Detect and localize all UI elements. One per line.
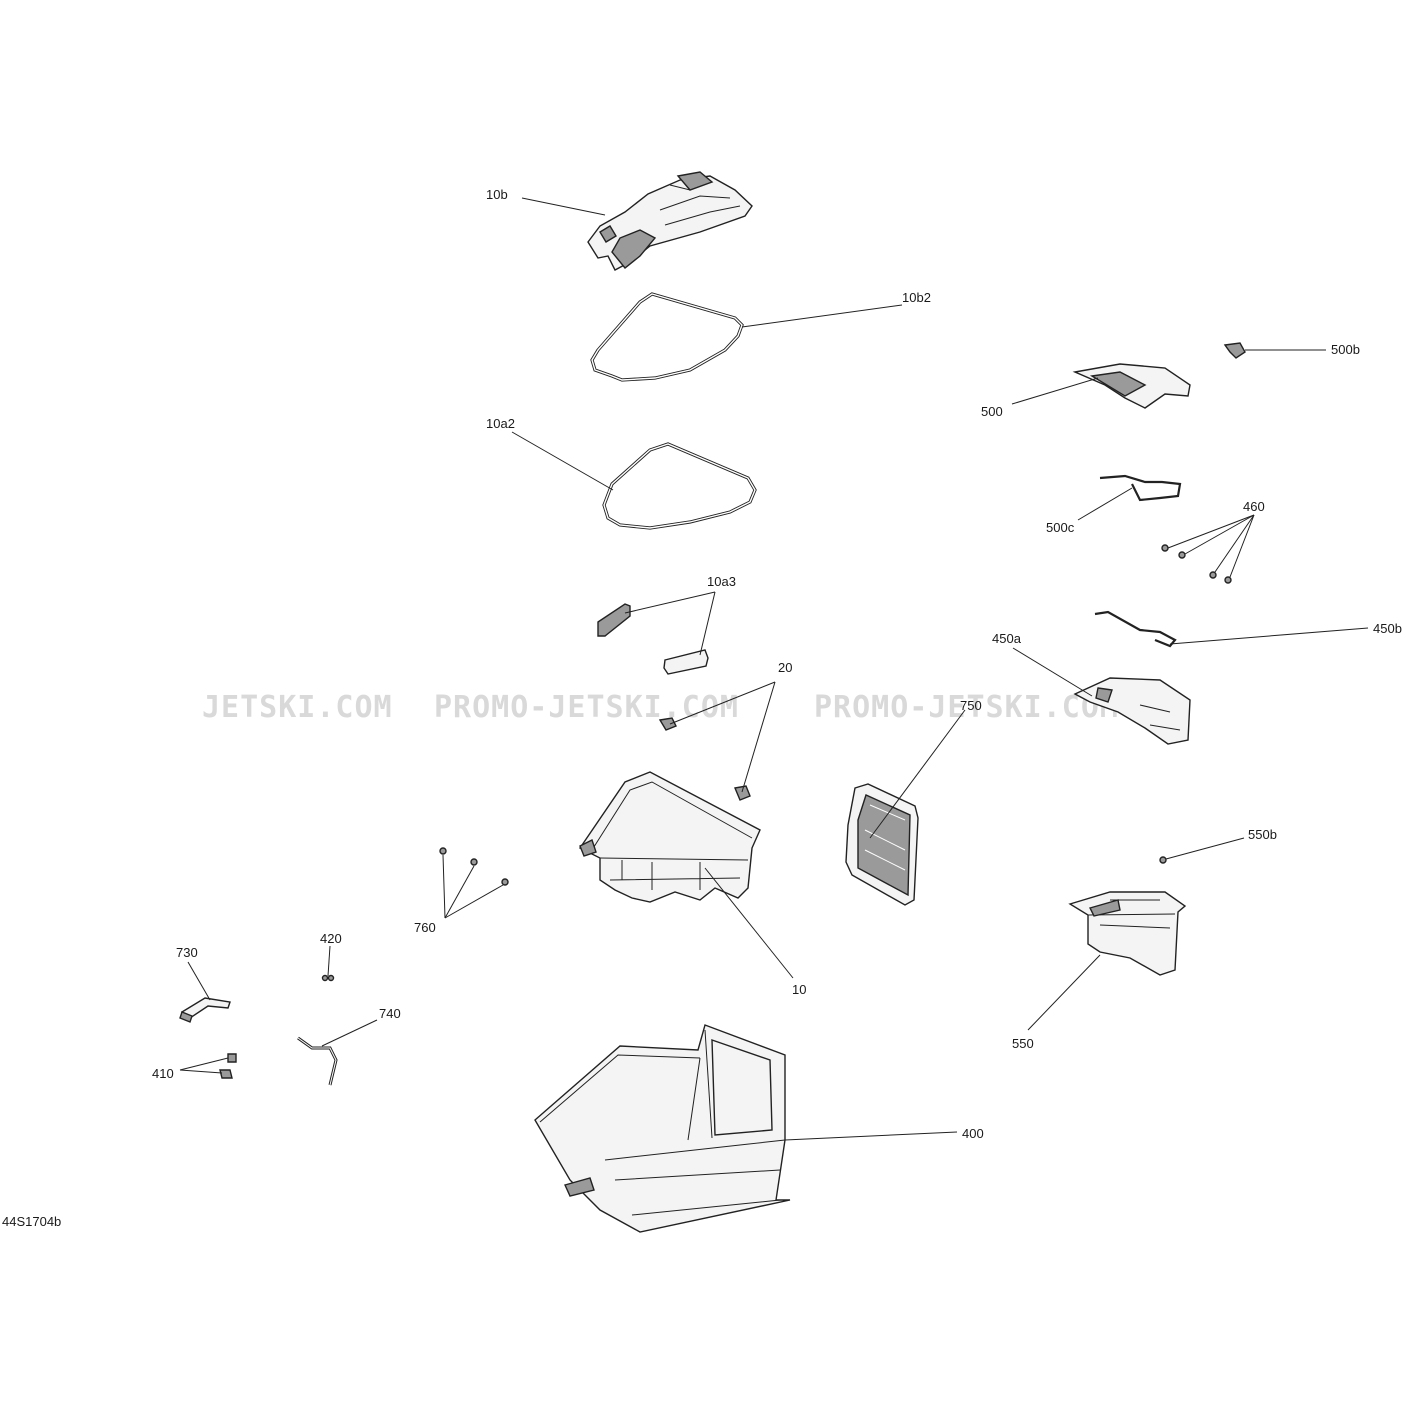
part-20-latch[interactable]	[658, 717, 751, 801]
part-420-fastener[interactable]	[321, 974, 335, 982]
part-740-strap[interactable]	[297, 1036, 338, 1086]
callout-label: 500b	[1331, 342, 1360, 357]
part-460-screw[interactable]	[1161, 544, 1232, 584]
callout-label: 10b2	[902, 290, 931, 305]
callout-label: 750	[960, 698, 982, 713]
callout-label: 10b	[486, 187, 508, 202]
callout-label: 460	[1243, 499, 1265, 514]
part-550b-screw[interactable]	[1159, 856, 1167, 864]
part-500-cover[interactable]	[1072, 363, 1191, 409]
part-10b-storage-cover[interactable]	[587, 171, 753, 271]
part-410-clip[interactable]	[219, 1053, 237, 1079]
callout-label: 10	[792, 982, 806, 997]
callout-label: 10a2	[486, 416, 515, 431]
callout-label: 450a	[992, 631, 1022, 646]
watermark-text: PROMO-JETSKI.COM	[434, 690, 739, 725]
watermark-text: PROMO-JETSKI.COM	[814, 690, 1119, 725]
part-10a2-gasket[interactable]	[602, 442, 757, 530]
diagram-code: 44S1704b	[2, 1214, 61, 1229]
callout-label: 500	[981, 404, 1003, 419]
part-10-storage-tub[interactable]	[578, 771, 761, 903]
part-760-screw[interactable]	[439, 847, 509, 886]
part-10a3-bumper[interactable]	[597, 603, 709, 675]
part-10b2-gasket[interactable]	[590, 292, 744, 382]
part-500b-clip[interactable]	[1223, 342, 1246, 359]
callout-label: 20	[778, 660, 792, 675]
callout-label: 500c	[1046, 520, 1075, 535]
callout-label: 450b	[1373, 621, 1402, 636]
part-400-storage-bin[interactable]	[534, 1024, 791, 1233]
watermark-text: JETSKI.COM	[202, 690, 393, 725]
callout-label: 420	[320, 931, 342, 946]
callout-label: 400	[962, 1126, 984, 1141]
part-730-handle[interactable]	[179, 997, 231, 1023]
part-450a-cover[interactable]	[1073, 677, 1191, 745]
callout-label: 550	[1012, 1036, 1034, 1051]
callout-label: 760	[414, 920, 436, 935]
part-450b-seal[interactable]	[1094, 610, 1177, 648]
callout-label: 410	[152, 1066, 174, 1081]
part-550-glovebox[interactable]	[1068, 891, 1187, 976]
part-500c-seal[interactable]	[1099, 474, 1182, 502]
callout-label: 550b	[1248, 827, 1277, 842]
callout-label: 740	[379, 1006, 401, 1021]
callout-label: 730	[176, 945, 198, 960]
part-750-mat[interactable]	[845, 783, 919, 906]
callout-label: 10a3	[707, 574, 736, 589]
